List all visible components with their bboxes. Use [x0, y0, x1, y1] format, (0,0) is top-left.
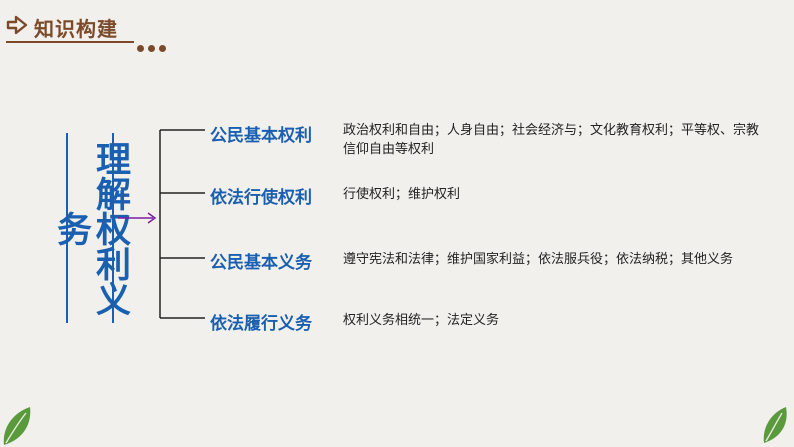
branch-label-1: 公民基本权利 [210, 126, 312, 146]
branch-label-3: 公民基本义务 [210, 253, 312, 273]
branch-label-4: 依法履行义务 [210, 314, 312, 334]
branch-detail-3: 遵守宪法和法律；维护国家利益；依法服兵役；依法纳税；其他义务 [343, 252, 734, 267]
branch-detail-2: 行使权利；维护权利 [343, 187, 461, 202]
section-header: 知识构建 [0, 0, 794, 52]
branch-detail-4: 权利义务相统一；法定义务 [343, 313, 500, 328]
title-underline [6, 41, 134, 43]
main-arrow-head [147, 212, 157, 224]
section-title: 知识构建 [34, 17, 118, 41]
decorative-dots [137, 37, 170, 56]
leaf-icon [3, 407, 31, 445]
branch-label-2: 依法行使权利 [210, 188, 312, 208]
leaf-icon [763, 407, 787, 443]
arrow-right-icon [6, 15, 28, 35]
branch-detail-1: 政治权利和自由；人身自由；社会经济与；文化教育权利；平等权、宗教信仰自由等权利 [343, 123, 760, 157]
